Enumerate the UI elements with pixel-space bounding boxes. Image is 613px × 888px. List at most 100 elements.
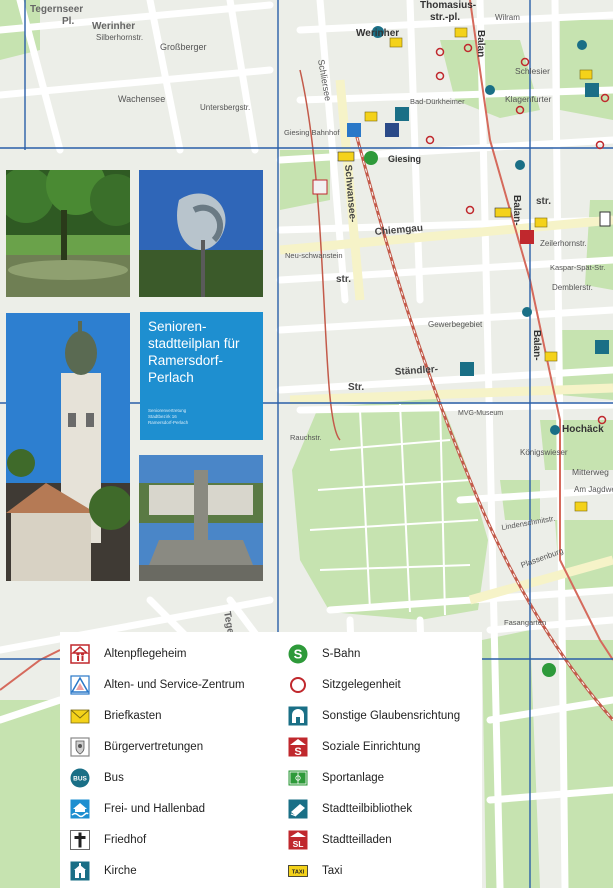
sitzgelegenheit-icon bbox=[288, 675, 308, 695]
label-giesing: Giesing bbox=[388, 154, 421, 164]
label-mvg: MVG-Museum bbox=[458, 410, 503, 417]
legend-label: Stadtteilladen bbox=[322, 834, 392, 846]
bibliothek-icon bbox=[288, 799, 308, 819]
bad-icon bbox=[70, 799, 90, 819]
label-klagenfurter: Klagenfurter bbox=[505, 94, 551, 104]
legend-item-sitzgelegenheit: Sitzgelegenheit bbox=[288, 673, 401, 697]
label-balan-2: Balan- bbox=[511, 195, 522, 226]
bus-icon: BUS bbox=[70, 768, 90, 788]
label-koenigswieser: Königswieser bbox=[520, 448, 568, 457]
label-balan-1: Balan bbox=[475, 30, 486, 57]
label-thomasius: Thomasius- bbox=[420, 0, 476, 11]
legend-label: Sitzgelegenheit bbox=[322, 679, 401, 691]
label-hochaeck: Hochäck bbox=[562, 424, 604, 435]
legend-label: Friedhof bbox=[104, 834, 147, 846]
taxi-icon-text: TAXI bbox=[292, 870, 305, 876]
label-fasangarten: Fasangarten bbox=[504, 618, 546, 627]
legend-label: Briefkasten bbox=[104, 710, 162, 722]
legend-item-friedhof: Friedhof bbox=[70, 828, 146, 852]
legend-label: Sonstige Glaubensrichtung bbox=[322, 710, 461, 722]
label-pl: Pl. bbox=[62, 16, 74, 27]
label-wachensee: Wachensee bbox=[118, 94, 165, 104]
friedhof-icon bbox=[70, 830, 90, 850]
legend-item-altenpflegeheim: Altenpflegeheim bbox=[70, 642, 186, 666]
legend-label: Alten- und Service-Zentrum bbox=[104, 679, 245, 691]
buergervertretungen-icon bbox=[70, 737, 90, 757]
legend-label: Soziale Einrichtung bbox=[322, 741, 421, 753]
kirche-icon bbox=[70, 861, 90, 881]
cover-subtitle-line: Seniorenvertretung bbox=[148, 408, 187, 413]
map-symbols bbox=[312, 26, 611, 677]
legend-item-briefkasten: Briefkasten bbox=[70, 704, 162, 728]
label-giesing-bahnhof: Giesing Bahnhof bbox=[284, 128, 340, 137]
photo-sculpture bbox=[139, 170, 263, 297]
soziale-einrichtung-icon: S bbox=[288, 737, 308, 757]
stadtteilladen-icon: SL bbox=[288, 830, 308, 850]
legend-label: Taxi bbox=[322, 865, 343, 877]
legend-item-bad: Frei- und Hallenbad bbox=[70, 797, 205, 821]
cover-subtitle-line: Stadtbezirk 16 bbox=[148, 414, 177, 419]
cover-title-box: Senioren-stadtteilplan für Ramersdorf-Pe… bbox=[140, 312, 263, 440]
legend-label: Altenpflegeheim bbox=[104, 648, 187, 660]
legend-item-buergervertretungen: Bürgervertretungen bbox=[70, 735, 203, 759]
cover-title: Senioren-stadtteilplan für Ramersdorf-Pe… bbox=[148, 319, 240, 385]
label-untersberg: Untersbergstr. bbox=[200, 103, 250, 112]
label-tegernseer: Tegernseer bbox=[30, 4, 83, 15]
cover-subtitle: Seniorenvertretung Stadtbezirk 16 Ramers… bbox=[148, 408, 188, 426]
stadtteilladen-icon-text: SL bbox=[293, 839, 304, 849]
legend-label: Frei- und Hallenbad bbox=[104, 803, 206, 815]
glaubensrichtung-icon bbox=[288, 706, 308, 726]
altenpflegeheim-icon bbox=[70, 644, 90, 664]
label-str-pl: str.-pl. bbox=[430, 12, 460, 23]
label-balan-3: Balan- bbox=[531, 330, 542, 361]
legend-item-alten-service-zentrum: Alten- und Service-Zentrum bbox=[70, 673, 245, 697]
label-staendler: Ständler- bbox=[394, 364, 438, 378]
legend-label: S-Bahn bbox=[322, 648, 361, 660]
label-bad-duerkheimer: Bad-Dürkheimer bbox=[410, 97, 465, 106]
label-jagdweg: Am Jagdweg bbox=[574, 485, 613, 494]
legend-item-stadtteilladen: SL Stadtteilladen bbox=[288, 828, 392, 852]
label-str-3: Str. bbox=[348, 382, 364, 393]
label-str-1: str. bbox=[336, 274, 351, 285]
sportanlage-icon bbox=[288, 768, 308, 788]
label-dembler: Demblerstr. bbox=[552, 283, 593, 292]
label-rauchstr: Rauchstr. bbox=[290, 433, 322, 442]
taxi-icon: TAXI bbox=[288, 861, 308, 881]
soziale-einrichtung-icon-text: S bbox=[294, 746, 301, 757]
bus-icon-text: BUS bbox=[73, 776, 87, 783]
legend-item-bus: BUS Bus bbox=[70, 766, 124, 790]
legend-item-sportanlage: Sportanlage bbox=[288, 766, 384, 790]
label-kaspar: Kaspar-Spät-Str. bbox=[550, 263, 605, 272]
briefkasten-icon bbox=[70, 706, 90, 726]
main-roads bbox=[279, 79, 613, 605]
alten-service-zentrum-icon bbox=[70, 675, 90, 695]
label-gewerbegebiet: Gewerbegebiet bbox=[428, 320, 483, 329]
label-werinher-top: Werinher bbox=[92, 21, 135, 32]
legend-item-kirche: Kirche bbox=[70, 859, 137, 883]
legend-label: Kirche bbox=[104, 865, 137, 877]
legend-item-soziale-einrichtung: S Soziale Einrichtung bbox=[288, 735, 420, 759]
label-silberhorn: Silberhornstr. bbox=[96, 33, 143, 42]
label-wilram: Wilram bbox=[495, 13, 520, 22]
legend-item-taxi: TAXI Taxi bbox=[288, 859, 342, 883]
label-zeilerhorn: Zeilerhornstr. bbox=[540, 239, 587, 248]
label-mitterweg: Mitterweg bbox=[572, 467, 609, 477]
legend-item-s-bahn: S S-Bahn bbox=[288, 642, 360, 666]
legend-label: Sportanlage bbox=[322, 772, 385, 784]
label-chiemgau: Chiemgau bbox=[374, 223, 423, 238]
legend-item-glaubensrichtung: Sonstige Glaubensrichtung bbox=[288, 704, 460, 728]
legend-item-bibliothek: Stadtteilbibliothek bbox=[288, 797, 412, 821]
label-schlesier: Schlesier bbox=[515, 66, 550, 76]
s-bahn-icon-text: S bbox=[294, 647, 303, 662]
label-grossberger: Großberger bbox=[160, 42, 207, 52]
legend-label: Stadtteilbibliothek bbox=[322, 803, 413, 815]
cover-subtitle-line: Ramersdorf-Perlach bbox=[148, 420, 189, 425]
photo-park bbox=[6, 170, 130, 297]
photo-church bbox=[6, 313, 130, 581]
photo-fountain bbox=[139, 455, 263, 581]
s-bahn-icon: S bbox=[288, 644, 308, 664]
label-str-2: str. bbox=[536, 196, 551, 207]
label-schwansee: Schwansee- bbox=[342, 164, 358, 223]
label-werinher: Werinher bbox=[356, 28, 399, 39]
map-legend: Altenpflegeheim Alten- und Service-Zentr… bbox=[60, 632, 482, 888]
